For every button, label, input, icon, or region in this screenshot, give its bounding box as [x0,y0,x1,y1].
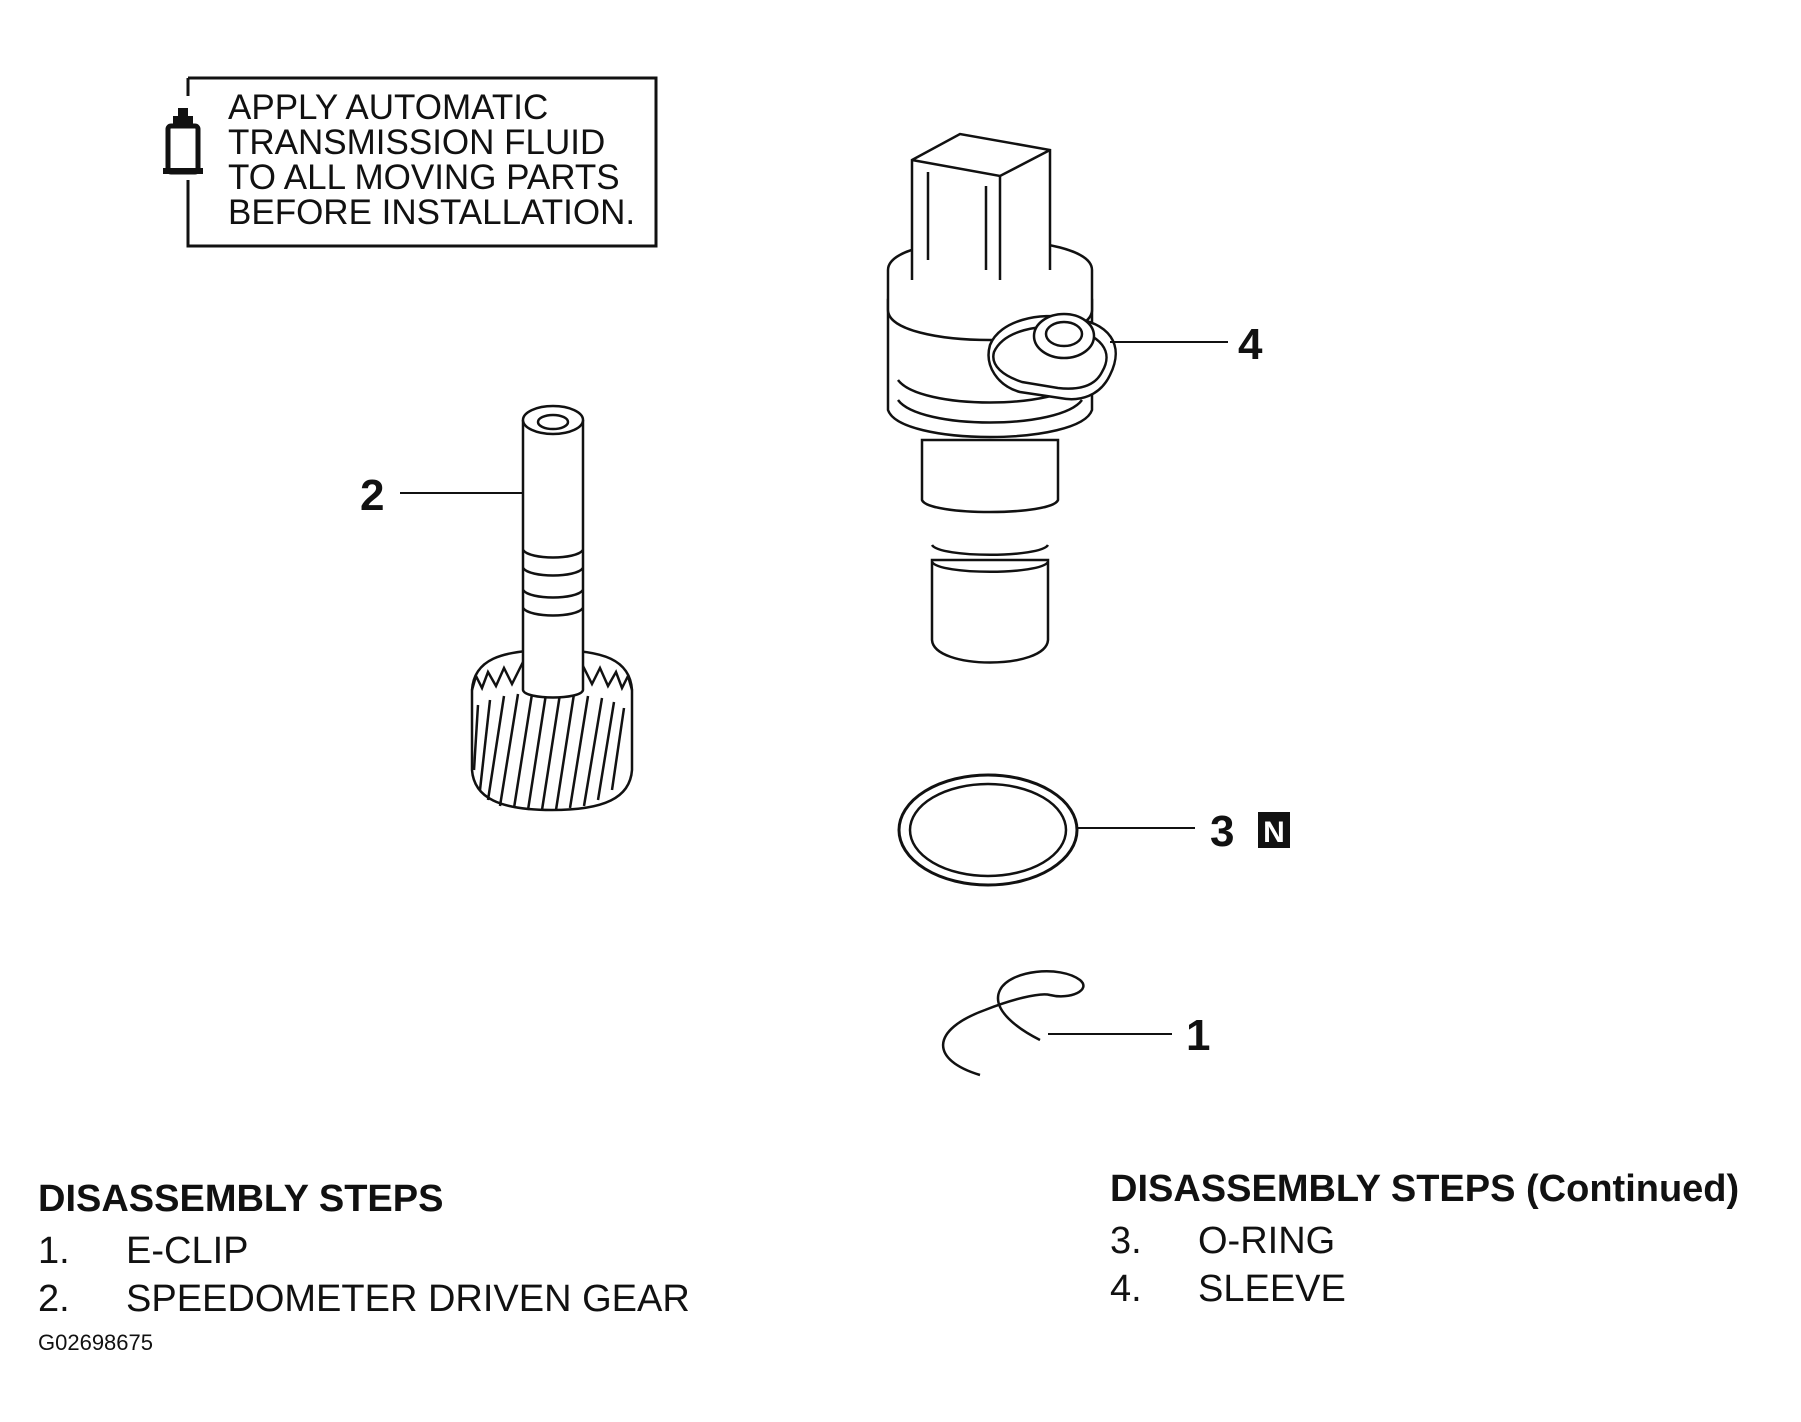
e-clip-drawing [941,970,1085,1077]
steps-title-continued: DISASSEMBLY STEPS (Continued) [1110,1168,1740,1210]
note-line-4: BEFORE INSTALLATION. [228,193,635,232]
speedometer-driven-gear-drawing [470,404,634,812]
step-item: 4. SLEEVE [1110,1265,1739,1313]
disassembly-steps-right: DISASSEMBLY STEPS (Continued) 3. O-RING … [1110,1168,1739,1313]
figure-id: G02698675 [38,1330,153,1355]
step-item: 2. SPEEDOMETER DRIVEN GEAR [38,1275,690,1323]
step-item: 1. E-CLIP [38,1227,690,1275]
disassembly-steps-left: DISASSEMBLY STEPS 1. E-CLIP 2. SPEEDOMET… [38,1178,690,1323]
step-item: 3. O-RING [1110,1217,1739,1265]
step-label: SPEEDOMETER DRIVEN GEAR [126,1278,690,1320]
fluid-bottle-icon [163,108,203,175]
new-part-badge: N [1258,812,1290,849]
callout-2: 2 [360,471,384,520]
step-label: E-CLIP [126,1230,249,1272]
fluid-note-box: APPLY AUTOMATIC TRANSMISSION FLUID TO AL… [163,76,658,248]
callout-4: 4 [1238,320,1263,369]
step-number: 2. [38,1278,70,1320]
o-ring-drawing [897,773,1079,887]
new-part-badge-label: N [1263,816,1285,849]
steps-title: DISASSEMBLY STEPS [38,1178,444,1220]
note-line-3: TO ALL MOVING PARTS [228,158,620,197]
step-label: SLEEVE [1198,1268,1346,1310]
callout-1: 1 [1186,1011,1210,1060]
step-number: 4. [1110,1268,1142,1310]
step-number: 3. [1110,1220,1142,1262]
note-line-1: APPLY AUTOMATIC [228,88,548,127]
leader-lines [400,341,1228,1035]
callout-3: 3 [1210,807,1234,856]
note-line-2: TRANSMISSION FLUID [228,123,605,162]
sleeve-drawing [886,132,1117,664]
step-number: 1. [38,1230,70,1272]
step-label: O-RING [1198,1220,1336,1262]
